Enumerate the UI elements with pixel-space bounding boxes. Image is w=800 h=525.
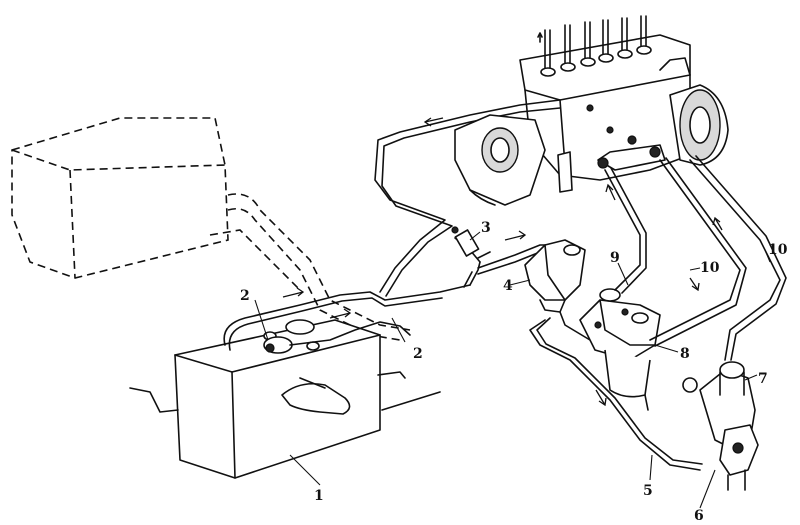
leader-lines (254, 231, 771, 509)
return-lines (604, 155, 787, 361)
callout-7: 7 (758, 371, 768, 387)
callout-10b: 10 (768, 242, 788, 258)
hand-primer-pump (451, 226, 491, 259)
feed-pump (524, 239, 703, 471)
callout-9: 9 (610, 250, 620, 266)
injection-pump (454, 15, 729, 206)
callout-2b: 2 (413, 346, 423, 362)
valve-assembly (682, 361, 759, 491)
callout-1: 1 (314, 488, 324, 504)
injector-pipes (537, 15, 652, 77)
fuel-filter (579, 288, 661, 411)
fuel-tank (129, 319, 441, 479)
callout-2a: 2 (240, 288, 250, 304)
callout-3: 3 (481, 220, 491, 236)
callouts: 1 2 2 3 4 5 6 7 8 9 10 10 (240, 220, 788, 524)
flow-arrows (282, 117, 723, 407)
dashed-engine-outline (11, 117, 411, 341)
callout-4: 4 (503, 278, 513, 294)
callout-10a: 10 (700, 260, 720, 276)
callout-5: 5 (643, 483, 653, 499)
tank-fittings (223, 284, 471, 354)
callout-8: 8 (680, 346, 690, 362)
callout-6: 6 (694, 508, 704, 524)
